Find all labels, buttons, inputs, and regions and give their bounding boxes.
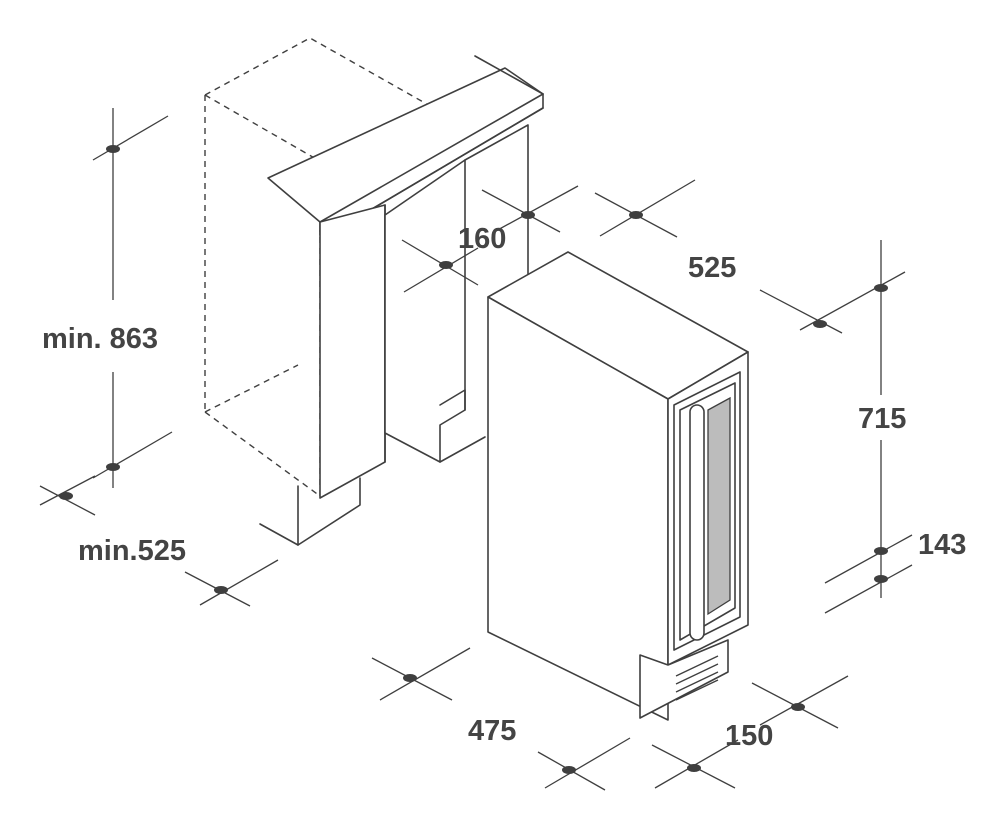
wine-cooler: [487, 251, 749, 721]
label-adjustable-feet: 143: [918, 529, 966, 561]
label-door-opening: 150: [725, 720, 773, 752]
label-unit-height: 715: [858, 403, 906, 435]
kitchen-cabinet: [204, 37, 544, 546]
label-unit-width: 475: [468, 715, 516, 747]
label-unit-depth: 525: [688, 252, 736, 284]
label-cabinet-depth: min.525: [78, 535, 186, 567]
label-gap-width: 160: [458, 223, 506, 255]
label-cabinet-height: min. 863: [42, 323, 158, 355]
dimension-lines: [39, 108, 913, 791]
